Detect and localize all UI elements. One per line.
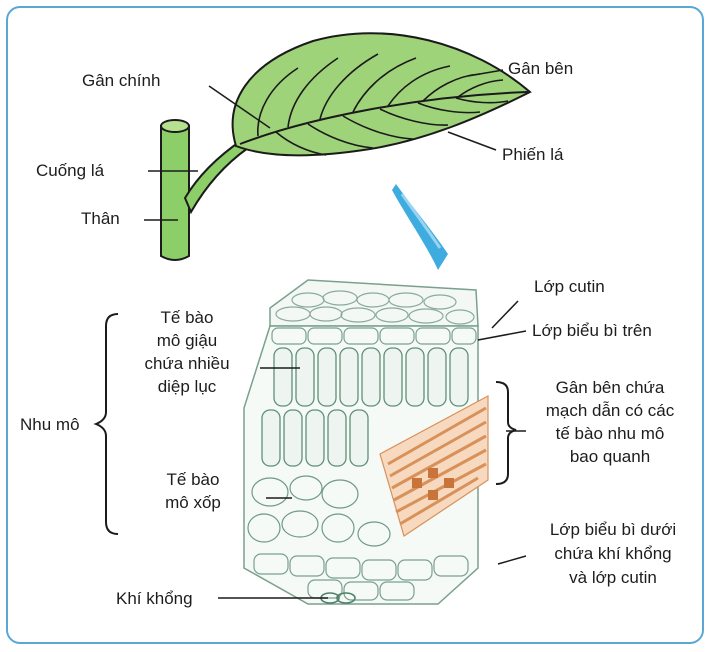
label-bieu-bi-duoi: Lớp biểu bì dưới chứa khí khổng và lớp c… bbox=[549, 520, 677, 587]
label-phien-la: Phiến lá bbox=[502, 145, 564, 164]
leaf-cross-section bbox=[243, 279, 489, 605]
label-mo-xop: Tế bào mô xốp bbox=[165, 470, 221, 512]
diagram-frame: Gân chính Cuống lá Thân Gân bên Phiến lá… bbox=[6, 6, 704, 644]
nhu-mo-bracket bbox=[93, 313, 119, 535]
label-cuong-la: Cuống lá bbox=[36, 161, 105, 180]
label-mo-giau: Tế bào mô giậu chứa nhiều diệp lục bbox=[144, 308, 230, 396]
leaf-structure-illustration bbox=[93, 32, 532, 605]
label-khi-khong: Khí khổng bbox=[116, 589, 193, 608]
label-lop-cutin: Lớp cutin bbox=[534, 277, 605, 296]
label-nhu-mo: Nhu mô bbox=[20, 415, 80, 434]
leaf-blade bbox=[231, 32, 532, 157]
label-bieu-bi-tren: Lớp biểu bì trên bbox=[532, 321, 652, 340]
zoom-arrow bbox=[392, 184, 448, 270]
vascular-bundle bbox=[379, 394, 489, 537]
label-than: Thân bbox=[81, 209, 120, 228]
label-gan-ben: Gân bên bbox=[508, 59, 574, 78]
petiole bbox=[183, 138, 250, 215]
vein-bracket bbox=[495, 381, 517, 485]
label-gan-chinh: Gân chính bbox=[82, 71, 161, 90]
leader-lines bbox=[144, 69, 527, 599]
main-vein bbox=[239, 91, 529, 145]
label-gan-ben-mach-dan: Gân bên chứa mạch dẫn có các tế bào nhu … bbox=[545, 378, 675, 466]
stem bbox=[160, 119, 190, 261]
